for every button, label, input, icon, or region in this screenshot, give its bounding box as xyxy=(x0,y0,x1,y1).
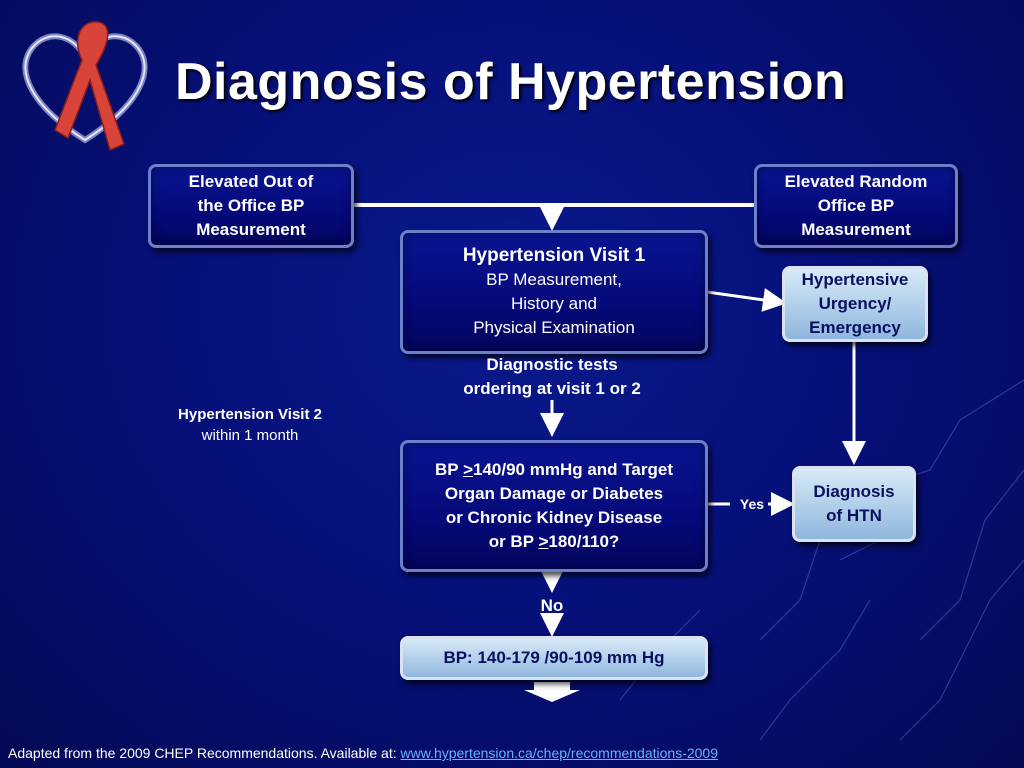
criteria-text: 140/90 mmHg and Target xyxy=(473,460,673,479)
elevated-out-of-office-box: Elevated Out of the Office BP Measuremen… xyxy=(148,164,354,248)
visit1-line: History and xyxy=(511,294,597,313)
diagnosis-line: Diagnosis xyxy=(813,482,895,501)
no-label: No xyxy=(540,596,564,615)
footer-text: Adapted from the 2009 CHEP Recommendatio… xyxy=(8,745,401,761)
box-line: the Office BP xyxy=(197,196,305,215)
footer-link[interactable]: www.hypertension.ca/chep/recommendations… xyxy=(400,745,719,761)
bp-criteria-box: BP >140/90 mmHg and Target Organ Damage … xyxy=(400,440,708,572)
criteria-line-3: or Chronic Kidney Disease xyxy=(445,508,663,527)
ge-symbol: > xyxy=(463,460,473,479)
urgency-line: Hypertensive xyxy=(801,270,909,289)
diag-line: ordering at visit 1 or 2 xyxy=(463,379,641,398)
box-line: Elevated Out of xyxy=(188,172,314,191)
ribbon-heart-logo xyxy=(22,21,148,152)
arrow-to-urgency xyxy=(706,288,787,312)
bp-range-box: BP: 140-179 /90-109 mm Hg xyxy=(400,636,708,680)
criteria-text: 180/110? xyxy=(548,532,620,551)
visit2-label: Hypertension Visit 2 within 1 month xyxy=(150,404,350,446)
ge-symbol: > xyxy=(538,532,549,551)
criteria-line-4: or BP >180/110? xyxy=(489,530,620,554)
criteria-text: or BP xyxy=(488,532,539,551)
footer-citation: Adapted from the 2009 CHEP Recommendatio… xyxy=(8,745,718,761)
urgency-line: Emergency xyxy=(809,318,901,337)
diag-line: Diagnostic tests xyxy=(486,355,618,374)
diagnosis-line: of HTN xyxy=(826,506,882,525)
box-line: Office BP xyxy=(817,196,895,215)
visit1-line: BP Measurement, xyxy=(486,270,622,289)
urgency-line: Urgency/ xyxy=(818,294,892,313)
visit2-subtitle: within 1 month xyxy=(201,427,299,444)
yes-label: Yes xyxy=(739,496,765,512)
hypertension-visit1-box: Hypertension Visit 1 BP Measurement, His… xyxy=(400,230,708,354)
visit2-title: Hypertension Visit 2 xyxy=(178,406,322,423)
box-line: Measurement xyxy=(801,220,911,239)
box-line: Measurement xyxy=(196,220,306,239)
hypertensive-urgency-box: Hypertensive Urgency/ Emergency xyxy=(782,266,928,342)
criteria-text: BP xyxy=(435,460,464,479)
elevated-random-office-box: Elevated Random Office BP Measurement xyxy=(754,164,958,248)
diagnosis-htn-box: Diagnosis of HTN xyxy=(792,466,916,542)
criteria-line-2: Organ Damage or Diabetes xyxy=(444,484,664,503)
page-title: Diagnosis of Hypertension xyxy=(175,53,847,111)
visit1-title: Hypertension Visit 1 xyxy=(462,245,646,266)
criteria-line-1: BP >140/90 mmHg and Target xyxy=(435,458,673,482)
box-line: Elevated Random xyxy=(784,172,928,191)
visit1-line: Physical Examination xyxy=(473,318,635,337)
arrow-continue-down xyxy=(524,682,580,702)
diagnostic-tests-label: Diagnostic tests ordering at visit 1 or … xyxy=(430,353,674,401)
